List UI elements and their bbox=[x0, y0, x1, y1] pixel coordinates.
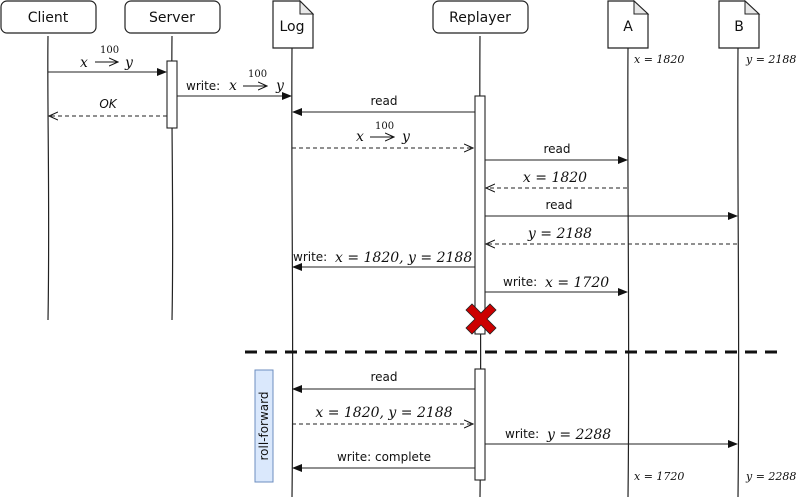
participant-client: Client bbox=[0, 0, 97, 34]
message-label-y: y bbox=[275, 78, 285, 94]
message-label-x: x bbox=[356, 129, 364, 145]
client-lifeline bbox=[47, 35, 50, 321]
participant-replayer: Replayer bbox=[432, 0, 529, 34]
message-prefix: write: bbox=[293, 250, 327, 264]
participant-label: B bbox=[734, 19, 744, 35]
message-server-to-log: write: x 100 y bbox=[177, 69, 292, 100]
message-label-weight: 100 bbox=[100, 45, 119, 56]
a-lifeline bbox=[627, 47, 630, 498]
state-note-b-initial: y = 2188 bbox=[745, 53, 796, 66]
participant-log: Log bbox=[272, 0, 315, 49]
b-lifeline bbox=[737, 47, 740, 498]
message-label: x = 1720 bbox=[545, 275, 609, 291]
message-replayer-read-log-2: read bbox=[292, 370, 475, 393]
participant-a: A bbox=[607, 0, 650, 49]
message-replayer-write-complete: write: complete bbox=[292, 450, 475, 472]
participant-server: Server bbox=[124, 0, 221, 34]
message-replayer-write-b: write: y = 2288 bbox=[485, 427, 738, 448]
message-replayer-write-log: write: x = 1820, y = 2188 bbox=[292, 250, 475, 271]
participant-label: A bbox=[623, 19, 633, 35]
message-label-y: y bbox=[124, 55, 134, 71]
message-b-value-reply: y = 2188 bbox=[486, 226, 737, 244]
message-label: read bbox=[370, 94, 397, 108]
phase-label-text: roll-forward bbox=[257, 391, 271, 460]
replayer-activation-1 bbox=[474, 95, 486, 335]
message-a-value-reply: x = 1820 bbox=[486, 170, 627, 188]
message-log-entry-reply-2: x = 1820, y = 2188 bbox=[292, 405, 473, 424]
message-label: read bbox=[370, 370, 397, 384]
message-prefix: write: bbox=[186, 79, 220, 93]
message-replayer-read-log: read bbox=[292, 94, 475, 116]
roll-forward-label: roll-forward bbox=[254, 369, 274, 483]
message-replayer-read-a: read bbox=[485, 142, 628, 164]
participant-label: Client bbox=[28, 10, 69, 26]
state-note-b-final: y = 2288 bbox=[745, 470, 796, 483]
message-prefix: write: bbox=[505, 427, 539, 441]
message-label: x = 1820, y = 2188 bbox=[335, 250, 472, 266]
state-note-a-initial: x = 1820 bbox=[634, 53, 684, 66]
message-label: write: complete bbox=[337, 450, 431, 464]
message-label: y = 2188 bbox=[527, 226, 592, 242]
message-label: x = 1820, y = 2188 bbox=[315, 405, 452, 421]
state-note-a-final: x = 1720 bbox=[634, 470, 684, 483]
message-label-weight: 100 bbox=[375, 121, 394, 132]
message-label-x: x bbox=[229, 78, 237, 94]
server-activation bbox=[166, 60, 178, 129]
message-ok-reply: OK bbox=[49, 97, 167, 116]
message-label-y: y bbox=[401, 129, 411, 145]
message-client-to-server: x 100 y bbox=[48, 45, 167, 76]
message-label: y = 2288 bbox=[546, 427, 611, 443]
message-prefix: write: bbox=[503, 275, 537, 289]
participant-label: Server bbox=[149, 10, 195, 26]
message-label-weight: 100 bbox=[248, 69, 267, 80]
message-replayer-read-b: read bbox=[485, 198, 738, 220]
crash-x-icon bbox=[465, 303, 497, 335]
message-log-entry-reply: x 100 y bbox=[292, 121, 473, 148]
message-label-x: x bbox=[80, 55, 88, 71]
message-label: OK bbox=[99, 97, 117, 111]
participant-label: Replayer bbox=[449, 10, 511, 26]
message-replayer-write-a: write: x = 1720 bbox=[485, 275, 628, 296]
participant-b: B bbox=[718, 0, 761, 49]
message-label: read bbox=[543, 142, 570, 156]
replayer-activation-2 bbox=[474, 368, 486, 481]
participant-label: Log bbox=[279, 19, 304, 35]
message-label: x = 1820 bbox=[523, 170, 587, 186]
message-label: read bbox=[545, 198, 572, 212]
log-lifeline bbox=[291, 47, 294, 498]
